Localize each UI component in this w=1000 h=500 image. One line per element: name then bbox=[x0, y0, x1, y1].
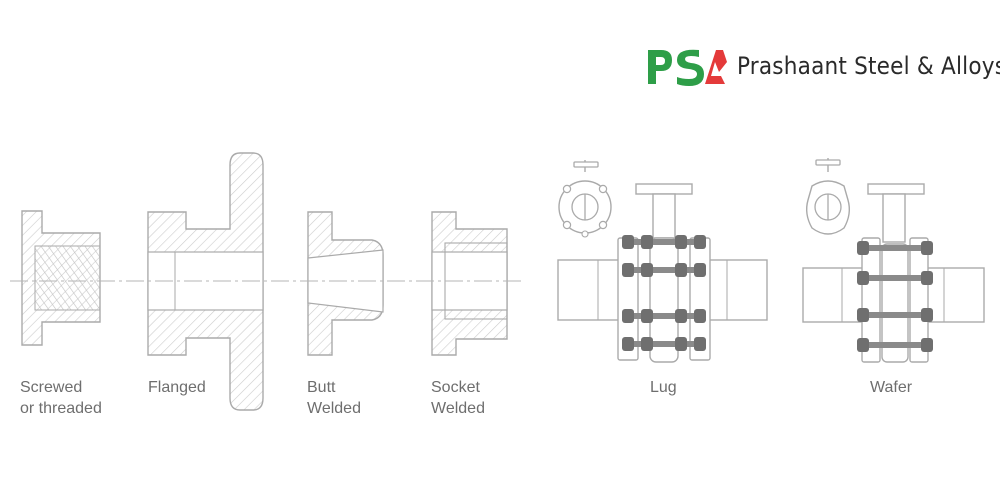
flanged-end-drawing bbox=[147, 152, 264, 411]
label-screwed-line2: or threaded bbox=[20, 400, 102, 417]
wafer-valve-front-view bbox=[805, 158, 851, 235]
psa-logo-mark bbox=[648, 49, 727, 86]
label-lug-line1: Lug bbox=[650, 379, 677, 396]
label-wafer-line1: Wafer bbox=[870, 379, 913, 396]
label-flanged: Flanged bbox=[148, 377, 206, 398]
label-lug: Lug bbox=[650, 377, 677, 398]
wafer-valve-drawing bbox=[802, 158, 985, 363]
lug-valve-front-view bbox=[558, 160, 612, 238]
label-wafer: Wafer bbox=[870, 377, 912, 398]
label-butt-line1: Butt bbox=[307, 379, 336, 396]
butt-welded-end-drawing bbox=[307, 211, 384, 356]
socket-welded-end-drawing bbox=[431, 211, 508, 356]
label-screwed: Screwed or threaded bbox=[20, 377, 102, 419]
label-flanged-line1: Flanged bbox=[148, 379, 206, 396]
screwed-end-drawing bbox=[21, 210, 101, 346]
brand-name: Prashaant Steel & Alloys bbox=[737, 52, 1000, 80]
label-socket-line2: Welded bbox=[431, 400, 485, 417]
label-screwed-line1: Screwed bbox=[20, 379, 83, 396]
brand-logo: Prashaant Steel & Alloys bbox=[645, 44, 1000, 88]
label-socket-welded: Socket Welded bbox=[431, 377, 485, 419]
label-butt-line2: Welded bbox=[307, 400, 361, 417]
label-socket-line1: Socket bbox=[431, 379, 480, 396]
lug-valve-drawing bbox=[557, 160, 768, 363]
label-butt-welded: Butt Welded bbox=[307, 377, 361, 419]
